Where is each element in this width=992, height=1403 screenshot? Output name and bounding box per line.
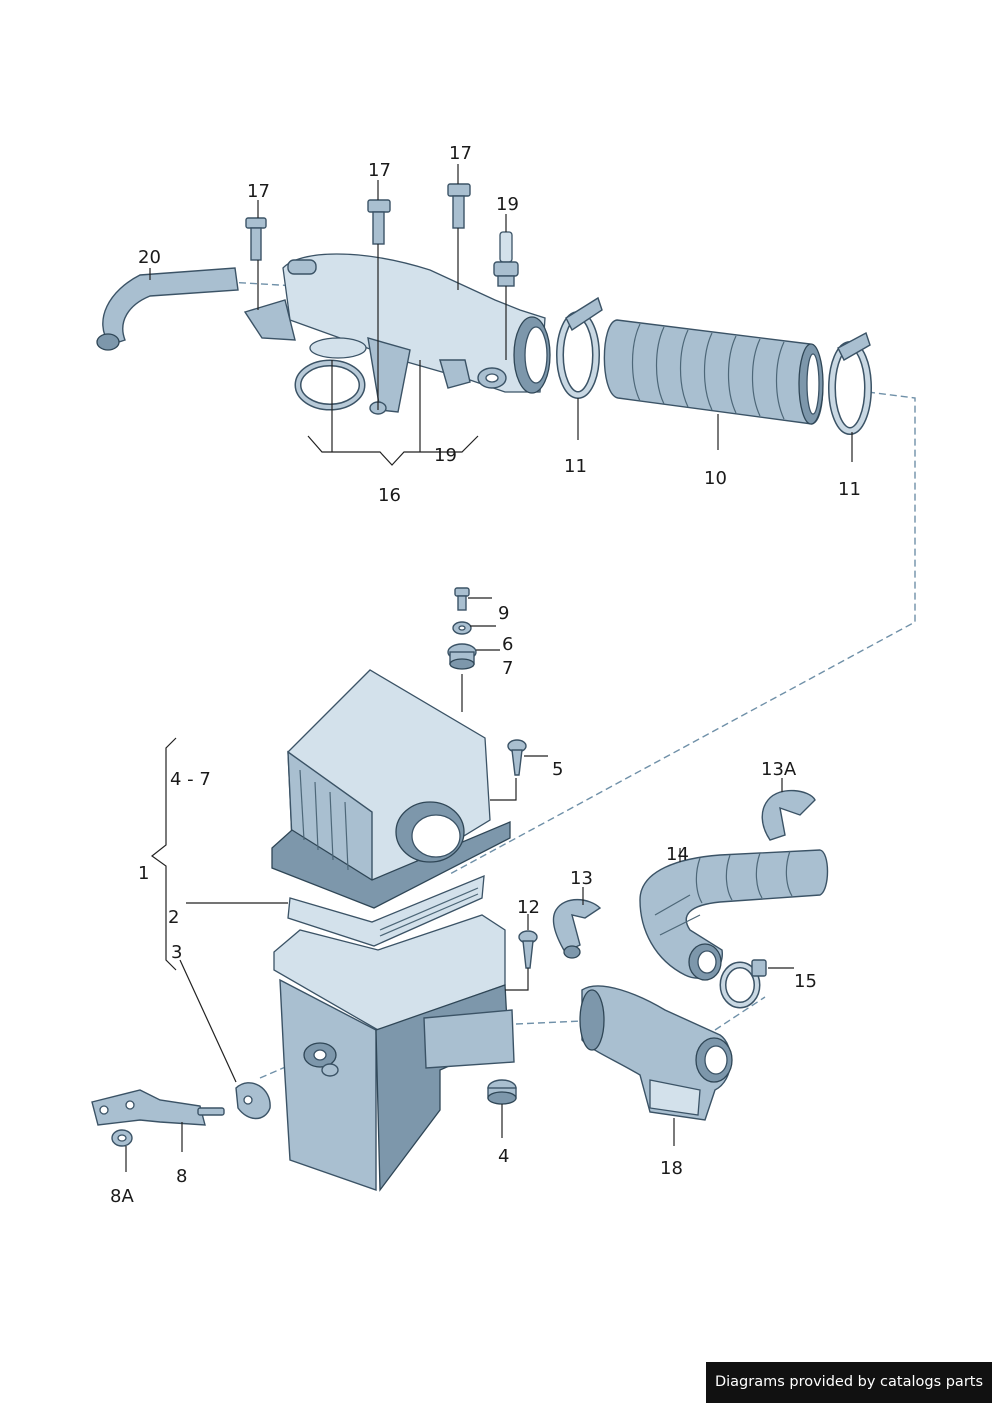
label-18: 18: [660, 1158, 683, 1179]
air-filter-housing-lower: [273, 914, 515, 1192]
clip-part-13: [552, 898, 602, 959]
damping-piece-part-3: [235, 1082, 271, 1120]
intake-pipe-part-16: [243, 253, 551, 415]
label-15: 15: [794, 971, 817, 992]
bolt-17-middle: [367, 199, 391, 245]
label-19-stud: 19: [496, 194, 519, 215]
grommet-part-7: [447, 643, 477, 670]
label-8a: 8A: [110, 1186, 134, 1207]
dashed-routing-leaders: [227, 281, 916, 1079]
corrugated-hose-part-10: [603, 319, 824, 425]
bolt-17-left: [245, 217, 267, 261]
hose-clamp-11-left: [556, 296, 603, 399]
label-17-middle: 17: [368, 160, 391, 181]
washer-part-6: [452, 621, 472, 635]
nut-part-8a: [111, 1129, 133, 1147]
label-4: 4: [498, 1146, 509, 1167]
label-20: 20: [138, 247, 161, 268]
leader-lines: [125, 164, 853, 1172]
label-11-right: 11: [838, 479, 861, 500]
label-17-left: 17: [247, 181, 270, 202]
air-filter-housing-lid: [271, 669, 511, 909]
label-14: 14: [666, 844, 689, 865]
elbow-hose-part-14: [639, 849, 829, 981]
bolt-17-right: [447, 183, 471, 229]
label-1: 1: [138, 863, 149, 884]
label-3: 3: [171, 942, 182, 963]
stud-bolt-19: [493, 231, 519, 287]
label-4-7: 4 - 7: [170, 769, 211, 790]
label-19-group: 19: [434, 445, 457, 466]
label-12: 12: [517, 897, 540, 918]
label-2: 2: [168, 907, 179, 928]
label-6: 6: [502, 634, 513, 655]
label-5: 5: [552, 759, 563, 780]
label-11-left: 11: [564, 456, 587, 477]
label-16: 16: [378, 485, 401, 506]
clip-part-13a: [761, 789, 816, 841]
label-7: 7: [502, 658, 513, 679]
label-8: 8: [176, 1166, 187, 1187]
hose-clamp-11-right: [828, 331, 872, 435]
screw-part-5: [507, 739, 527, 776]
breather-hose-part-20: [96, 267, 239, 351]
credit-badge: Diagrams provided by catalogs parts: [706, 1362, 992, 1403]
bolt-part-9: [454, 587, 470, 611]
label-9: 9: [498, 603, 509, 624]
hose-clamp-part-15: [719, 959, 767, 1009]
sealing-ring: [294, 359, 366, 411]
filter-element-part-2: [287, 874, 485, 947]
bracket-part-8: [91, 1089, 225, 1126]
label-13: 13: [570, 868, 593, 889]
intake-elbow-part-18: [579, 985, 733, 1121]
label-17-right: 17: [449, 143, 472, 164]
grommet-part-4: [487, 1079, 517, 1105]
label-13a: 13A: [761, 759, 797, 780]
part-labels: 17 17 17 19 20 19 16 11 10 11 9 6 7 5 4 …: [110, 143, 861, 1207]
label-10: 10: [704, 468, 727, 489]
screw-part-12: [518, 930, 538, 969]
